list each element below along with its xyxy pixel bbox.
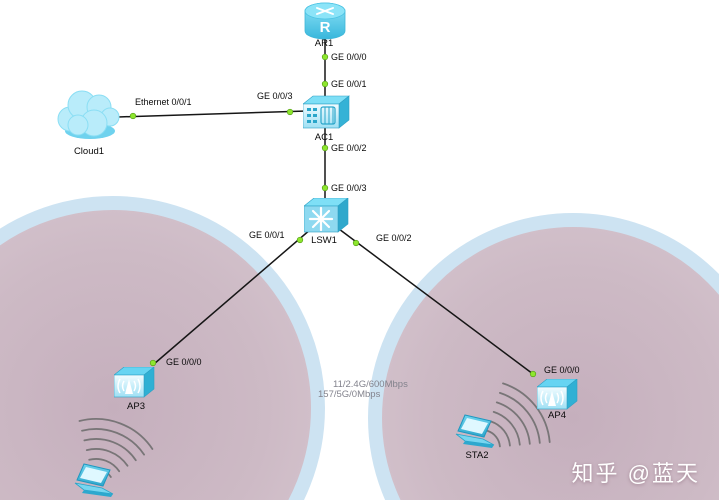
wlan-controller-icon (302, 95, 350, 129)
access-point-icon (113, 366, 155, 398)
link-endpoint-dot (149, 359, 157, 367)
port-label: GE 0/0/3 (257, 91, 293, 101)
device-sta2[interactable] (455, 414, 497, 455)
link-endpoint-dot (321, 144, 329, 152)
device-label-ap4: AP4 (548, 410, 566, 421)
port-label: GE 0/0/0 (166, 357, 202, 367)
port-label: GE 0/0/0 (331, 52, 367, 62)
device-label-ar1: AR1 (314, 38, 334, 49)
link-line-lsw1-ap3[interactable] (153, 228, 312, 365)
port-label: Ethernet 0/0/1 (135, 97, 192, 107)
cloud-icon (57, 90, 120, 139)
device-label-lsw1: LSW1 (311, 235, 337, 246)
link-endpoint-dot (529, 370, 537, 378)
wireless-signal-arcs-ap4 (486, 382, 551, 448)
link-endpoint-dots (129, 53, 537, 378)
device-label-sta2: STA2 (465, 450, 489, 461)
device-ap4[interactable] (536, 378, 579, 418)
device-label-cloud1: Cloud1 (73, 146, 105, 157)
device-lsw1[interactable] (303, 197, 350, 239)
device-ap3[interactable] (113, 366, 156, 406)
switch-icon (303, 197, 349, 233)
link-endpoint-dot (321, 80, 329, 88)
wireless-rate-line1: 11/2.4G/600Mbps (333, 379, 408, 390)
port-label: GE 0/0/2 (331, 143, 367, 153)
port-label: GE 0/0/3 (331, 183, 367, 193)
link-endpoint-dot (321, 53, 329, 61)
link-endpoint-dot (286, 108, 294, 116)
device-label-ap3: AP3 (127, 401, 145, 412)
wireless-rate-line2: 157/5G/0Mbps (318, 389, 381, 400)
laptop-icon (74, 463, 114, 497)
link-line-ac1-cloud1[interactable] (117, 110, 308, 118)
device-ar1[interactable]: R (303, 1, 347, 46)
watermark: 知乎 @蓝天 (571, 461, 700, 486)
router-icon: R (304, 2, 346, 40)
link-endpoint-dot (296, 236, 304, 244)
device-ac1[interactable] (302, 94, 351, 135)
laptop-icon (455, 414, 495, 448)
port-label: GE 0/0/0 (544, 365, 580, 375)
device-cloud1[interactable] (54, 88, 122, 149)
port-label: GE 0/0/1 (331, 79, 367, 89)
link-endpoint-dot (321, 184, 329, 192)
port-label: GE 0/0/2 (376, 233, 412, 243)
svg-text:R: R (320, 19, 331, 36)
access-point-icon (536, 378, 578, 410)
port-label: GE 0/0/1 (249, 230, 285, 240)
device-label-ac1: AC1 (314, 132, 334, 143)
link-line-lsw1-ap4[interactable] (338, 228, 534, 375)
link-endpoint-dot (129, 112, 137, 120)
link-endpoint-dot (352, 239, 360, 247)
device-sta-unlabeled[interactable] (74, 463, 116, 500)
